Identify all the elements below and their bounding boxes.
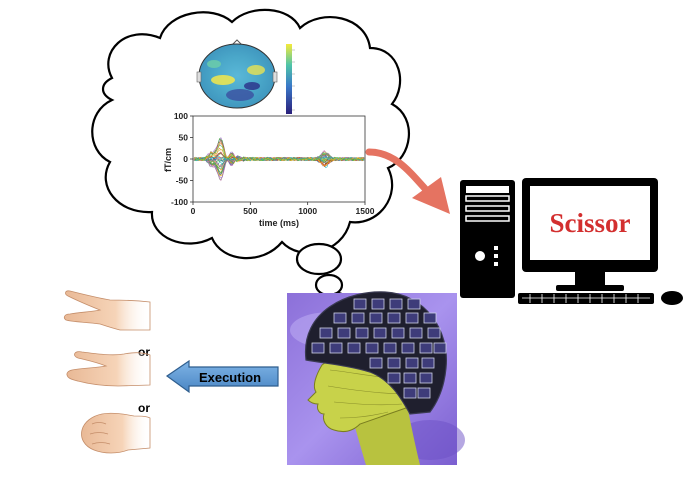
meg-sensor [387, 357, 401, 369]
meg-sensor [427, 327, 441, 339]
meg-sensor [355, 327, 369, 339]
meg-sensor [405, 357, 419, 369]
plot-x-axis-label: time (ms) [259, 218, 299, 228]
meg-sensor [387, 312, 401, 324]
y-tick-label: 100 [174, 111, 188, 121]
meg-sensor [373, 327, 387, 339]
meg-sensor [433, 342, 447, 354]
meg-sensor [369, 357, 383, 369]
meg-sensor [353, 298, 367, 310]
paper-hand-icon [66, 351, 151, 387]
meg-sensor [409, 327, 423, 339]
x-tick-label: 1500 [356, 206, 375, 216]
y-tick-label: -50 [176, 176, 189, 186]
meg-sensor [401, 342, 415, 354]
y-tick-label: 0 [183, 154, 188, 164]
meg-topomap [192, 39, 295, 114]
rock-fist-icon [81, 412, 151, 454]
meg-sensor [391, 327, 405, 339]
desktop-computer: Scissor [460, 178, 683, 305]
meg-sensor [347, 342, 361, 354]
meg-sensor [419, 342, 433, 354]
mouse [661, 291, 683, 305]
meg-sensor [389, 298, 403, 310]
meg-sensor [311, 342, 325, 354]
thought-bubble-medium [314, 273, 344, 297]
meg-sensor [371, 298, 385, 310]
meg-sensor [319, 327, 333, 339]
meg-sensor [383, 342, 397, 354]
plot-x-ticks: 0 500 1000 1500 [191, 202, 375, 216]
y-tick-label: 50 [179, 133, 189, 143]
meg-sensor [419, 372, 433, 384]
meg-helmet-head-image [287, 291, 465, 465]
meg-sensor [329, 342, 343, 354]
execution-label: Execution [199, 370, 261, 385]
arrow-to-computer [365, 148, 450, 214]
plot-y-axis-label: fT/cm [163, 148, 173, 172]
execution-arrow: Execution [165, 359, 279, 394]
topomap-colorbar [286, 44, 292, 114]
scissors-hand-icon [63, 290, 151, 331]
meg-sensor [405, 312, 419, 324]
thought-bubble-large [295, 242, 343, 276]
meg-sensor [387, 372, 401, 384]
meg-sensor [369, 312, 383, 324]
meg-sensor [365, 342, 379, 354]
plot-trace [193, 144, 365, 162]
meg-sensor [403, 372, 417, 384]
meg-sensors [311, 298, 447, 399]
monitor-screen [530, 186, 650, 260]
or-connector-2: or [138, 401, 150, 415]
x-tick-label: 1000 [298, 206, 317, 216]
x-tick-label: 500 [243, 206, 257, 216]
meg-sensor [351, 312, 365, 324]
meg-sensor [417, 387, 431, 399]
x-tick-label: 0 [191, 206, 196, 216]
meg-sensor [333, 312, 347, 324]
keyboard [518, 293, 654, 304]
plot-trace [193, 149, 365, 162]
meg-sensor [403, 387, 417, 399]
meg-sensor [337, 327, 351, 339]
y-tick-label: -100 [171, 197, 188, 207]
plot-y-ticks: 100 50 0 -50 -100 [171, 111, 193, 207]
meg-sensor [421, 357, 435, 369]
meg-sensor [423, 312, 437, 324]
meg-sensor [407, 298, 421, 310]
plot-traces [193, 136, 365, 182]
gesture-options: or or [63, 290, 151, 454]
monitor-screen-text: Scissor [550, 208, 631, 238]
